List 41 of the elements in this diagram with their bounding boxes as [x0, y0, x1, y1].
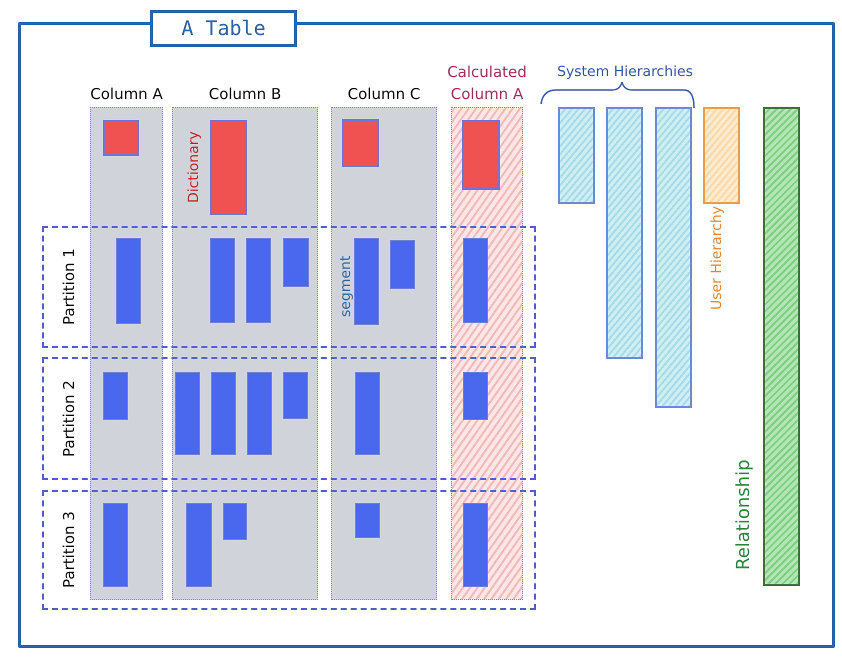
segment-block: [283, 238, 309, 287]
segment-block: [246, 238, 271, 323]
segment-block: [355, 372, 380, 455]
side-label: Relationship: [733, 458, 755, 572]
column-header: Calculated Column A: [446, 62, 528, 105]
segment-block: [283, 372, 308, 419]
partition-label: Partition 1: [60, 248, 79, 328]
segment-block: [211, 372, 236, 455]
segment-block: [175, 372, 200, 455]
hierarchy-bar: [655, 107, 692, 408]
segment-block: [116, 238, 141, 324]
column-header: Column C: [346, 86, 422, 105]
segment-block: [354, 238, 379, 325]
segment-block: [223, 503, 247, 540]
segment-block: [247, 372, 272, 455]
relationship-bar: [763, 107, 800, 586]
side-label: segment: [338, 254, 355, 319]
dictionary-block: [342, 119, 379, 167]
column-header: Column B: [208, 86, 282, 105]
segment-block: [463, 238, 488, 323]
segment-block: [103, 503, 128, 587]
dictionary-block: [103, 120, 139, 156]
hierarchy-bar: [703, 107, 740, 204]
dictionary-block: [462, 120, 500, 190]
segment-block: [186, 503, 212, 587]
dictionary-block: [210, 120, 247, 215]
segment-block: [390, 240, 415, 289]
hierarchy-bar: [558, 107, 595, 204]
table-title: A Table: [150, 10, 297, 47]
segment-block: [210, 238, 235, 323]
group-label: System Hierarchies: [556, 64, 694, 82]
side-label: User Hierarchy: [709, 208, 726, 310]
partition-label: Partition 3: [60, 510, 79, 590]
segment-block: [103, 372, 128, 420]
segment-block: [463, 503, 488, 587]
segment-block: [463, 372, 488, 420]
column-header: Column A: [89, 86, 164, 105]
side-label: Dictionary: [186, 130, 203, 205]
hierarchy-bar: [606, 107, 643, 359]
segment-block: [355, 503, 380, 538]
partition-label: Partition 2: [60, 379, 79, 459]
